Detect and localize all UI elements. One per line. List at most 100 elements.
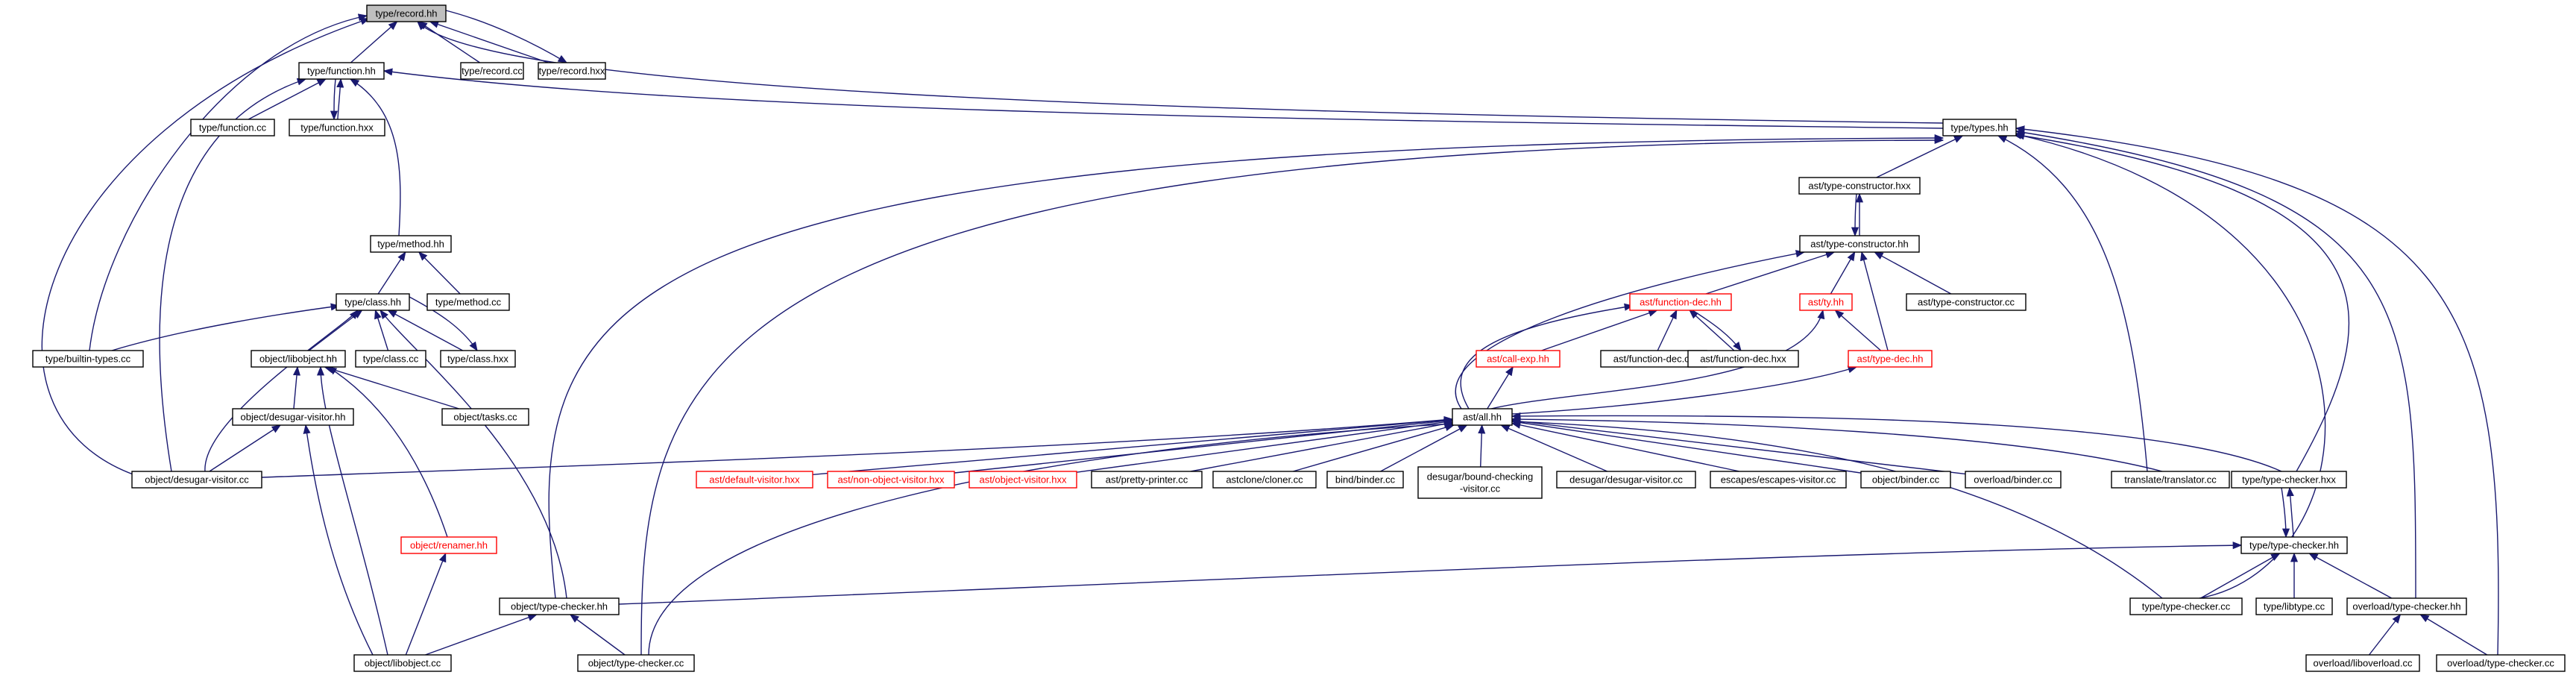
node-default-visitor-hxx[interactable]: ast/default-visitor.hxx bbox=[696, 471, 813, 489]
edge-default-visitor-hxx-to-all-hh bbox=[812, 416, 1454, 475]
node-label: type/type-checker.hxx bbox=[2242, 474, 2336, 486]
node-overload-type-checker-cc[interactable]: overload/type-checker.cc bbox=[2436, 654, 2566, 672]
edge-all-hh-to-type-dec-hh bbox=[1511, 365, 1858, 415]
node-cloner-cc[interactable]: astclone/cloner.cc bbox=[1212, 471, 1317, 489]
node-label: type/record.hxx bbox=[539, 66, 605, 77]
node-types-hh[interactable]: type/types.hh bbox=[1942, 119, 2017, 136]
node-label: type/class.hxx bbox=[447, 354, 508, 365]
node-label: ast/object-visitor.hxx bbox=[979, 474, 1067, 486]
node-box bbox=[441, 408, 529, 426]
node-box bbox=[32, 350, 144, 368]
node-label: object/binder.cc bbox=[1872, 474, 1940, 486]
node-box bbox=[2240, 536, 2348, 554]
node-bind-binder-cc[interactable]: bind/binder.cc bbox=[1326, 471, 1404, 489]
edge-object-visitor-hxx-to-all-hh bbox=[1076, 418, 1454, 473]
node-tasks-cc[interactable]: object/tasks.cc bbox=[441, 408, 529, 426]
node-box bbox=[577, 654, 695, 672]
node-label: translate/translator.cc bbox=[2124, 474, 2217, 486]
node-obj-type-checker-cc[interactable]: object/type-checker.cc bbox=[577, 654, 695, 672]
node-non-object-visitor-hxx[interactable]: ast/non-object-visitor.hxx bbox=[827, 471, 955, 489]
edge-desugar-visitor-cc-to-function-hh bbox=[159, 78, 307, 472]
node-libobject-cc[interactable]: object/libobject.cc bbox=[353, 654, 452, 672]
edge-overload-type-checker-cc-to-overload-type-checker-hh bbox=[2419, 614, 2488, 656]
node-overload-binder-cc[interactable]: overload/binder.cc bbox=[1965, 471, 2062, 489]
node-obj-type-checker-hh[interactable]: object/type-checker.hh bbox=[499, 597, 620, 615]
node-liboverload-cc[interactable]: overload/liboverload.cc bbox=[2305, 654, 2420, 672]
node-record-hxx[interactable]: type/record.hxx bbox=[538, 62, 606, 80]
node-escapes-cc[interactable]: escapes/escapes-visitor.cc bbox=[1710, 471, 1847, 489]
edge-class-cc-to-class-hh bbox=[374, 309, 389, 351]
node-pretty-printer-cc[interactable]: ast/pretty-printer.cc bbox=[1091, 471, 1203, 489]
edge-builtin-types-cc-to-record-hh bbox=[89, 13, 368, 351]
node-record-hh[interactable]: type/record.hh bbox=[366, 4, 447, 22]
node-class-hh[interactable]: type/class.hh bbox=[336, 293, 410, 311]
edge-type-type-checker-cc-to-types-hh bbox=[2015, 132, 2326, 599]
node-box bbox=[366, 4, 447, 22]
node-function-hxx[interactable]: type/function.hxx bbox=[289, 119, 385, 136]
node-label: type/method.hh bbox=[377, 239, 444, 250]
node-label: type/function.cc bbox=[199, 122, 267, 134]
edge-desugar-visitor-cc-to-class-hh bbox=[204, 310, 359, 472]
node-box bbox=[1942, 119, 2017, 136]
node-desugar-visitor-cc[interactable]: object/desugar-visitor.cc bbox=[131, 471, 262, 489]
edge-type-constructor-hxx-to-type-constructor-hh bbox=[1851, 193, 1859, 237]
node-desugar-visitor-hh[interactable]: object/desugar-visitor.hh bbox=[232, 408, 354, 426]
node-label: ast/function-dec.hxx bbox=[1700, 354, 1786, 365]
edge-layer bbox=[41, 10, 2499, 656]
node-class-cc[interactable]: type/class.cc bbox=[355, 350, 426, 368]
node-object-visitor-hxx[interactable]: ast/object-visitor.hxx bbox=[969, 471, 1077, 489]
node-box bbox=[1417, 466, 1543, 499]
node-function-hh[interactable]: type/function.hh bbox=[298, 62, 385, 80]
edge-function-hxx-to-function-hh bbox=[336, 78, 344, 120]
node-label: astclone/cloner.cc bbox=[1226, 474, 1303, 486]
node-method-cc[interactable]: type/method.cc bbox=[426, 293, 510, 311]
edge-libobject-cc-to-libobject-hh bbox=[316, 365, 388, 656]
node-ty-hh[interactable]: ast/ty.hh bbox=[1799, 293, 1853, 311]
edge-all-hh-to-call-exp-hh bbox=[1487, 365, 1514, 409]
node-record-cc[interactable]: type/record.cc bbox=[460, 62, 524, 80]
node-object-binder-cc[interactable]: object/binder.cc bbox=[1860, 471, 1951, 489]
node-function-dec-hxx[interactable]: ast/function-dec.hxx bbox=[1687, 350, 1799, 368]
node-label: type/builtin-types.cc bbox=[45, 354, 131, 365]
node-libobject-hh[interactable]: object/libobject.hh bbox=[251, 350, 346, 368]
node-builtin-types-cc[interactable]: type/builtin-types.cc bbox=[32, 350, 144, 368]
node-box bbox=[1965, 471, 2062, 489]
node-type-constructor-hxx[interactable]: ast/type-constructor.hxx bbox=[1798, 177, 1921, 195]
node-function-dec-cc[interactable]: ast/function-dec.cc bbox=[1600, 350, 1707, 368]
node-box bbox=[336, 293, 410, 311]
node-desugar-desugar-visitor-cc[interactable]: desugar/desugar-visitor.cc bbox=[1556, 471, 1696, 489]
edge-type-type-checker-cc-to-type-type-checker-hh bbox=[2200, 553, 2281, 599]
node-box bbox=[1212, 471, 1317, 489]
node-renamer-hh[interactable]: object/renamer.hh bbox=[400, 536, 497, 554]
node-label: ast/ty.hh bbox=[1808, 297, 1844, 308]
node-label: type/type-checker.cc bbox=[2142, 601, 2231, 612]
node-call-exp-hh[interactable]: ast/call-exp.hh bbox=[1476, 350, 1561, 368]
node-function-cc[interactable]: type/function.cc bbox=[190, 119, 275, 136]
node-label: object/renamer.hh bbox=[410, 540, 488, 551]
node-bound-checking-cc[interactable]: desugar/bound-checking-visitor.cc bbox=[1417, 466, 1543, 499]
node-type-type-checker-hxx[interactable]: type/type-checker.hxx bbox=[2231, 471, 2347, 489]
node-box bbox=[696, 471, 813, 489]
node-type-constructor-hh[interactable]: ast/type-constructor.hh bbox=[1799, 235, 1920, 253]
edge-overload-type-checker-hh-to-type-type-checker-hh bbox=[2308, 553, 2393, 599]
edge-translator-cc-to-types-hh bbox=[1997, 135, 2148, 472]
node-translator-cc[interactable]: translate/translator.cc bbox=[2111, 471, 2230, 489]
node-box bbox=[298, 62, 385, 80]
edge-class-hh-to-class-hxx bbox=[409, 296, 478, 352]
node-type-constructor-cc[interactable]: ast/type-constructor.cc bbox=[1906, 293, 2027, 311]
node-function-dec-hh[interactable]: ast/function-dec.hh bbox=[1629, 293, 1732, 311]
node-box bbox=[2111, 471, 2230, 489]
node-type-type-checker-hh[interactable]: type/type-checker.hh bbox=[2240, 536, 2348, 554]
node-class-hxx[interactable]: type/class.hxx bbox=[440, 350, 516, 368]
edge-liboverload-cc-to-overload-type-checker-hh bbox=[2368, 614, 2402, 656]
node-libtype-cc[interactable]: type/libtype.cc bbox=[2255, 597, 2333, 615]
node-box bbox=[232, 408, 354, 426]
node-box bbox=[499, 597, 620, 615]
node-method-hh[interactable]: type/method.hh bbox=[370, 235, 452, 253]
edge-type-type-checker-hxx-to-all-hh bbox=[1511, 412, 2282, 472]
node-overload-type-checker-hh[interactable]: overload/type-checker.hh bbox=[2346, 597, 2467, 615]
node-type-dec-hh[interactable]: ast/type-dec.hh bbox=[1848, 350, 1933, 368]
node-type-type-checker-cc[interactable]: type/type-checker.cc bbox=[2129, 597, 2243, 615]
node-all-hh[interactable]: ast/all.hh bbox=[1452, 408, 1513, 426]
